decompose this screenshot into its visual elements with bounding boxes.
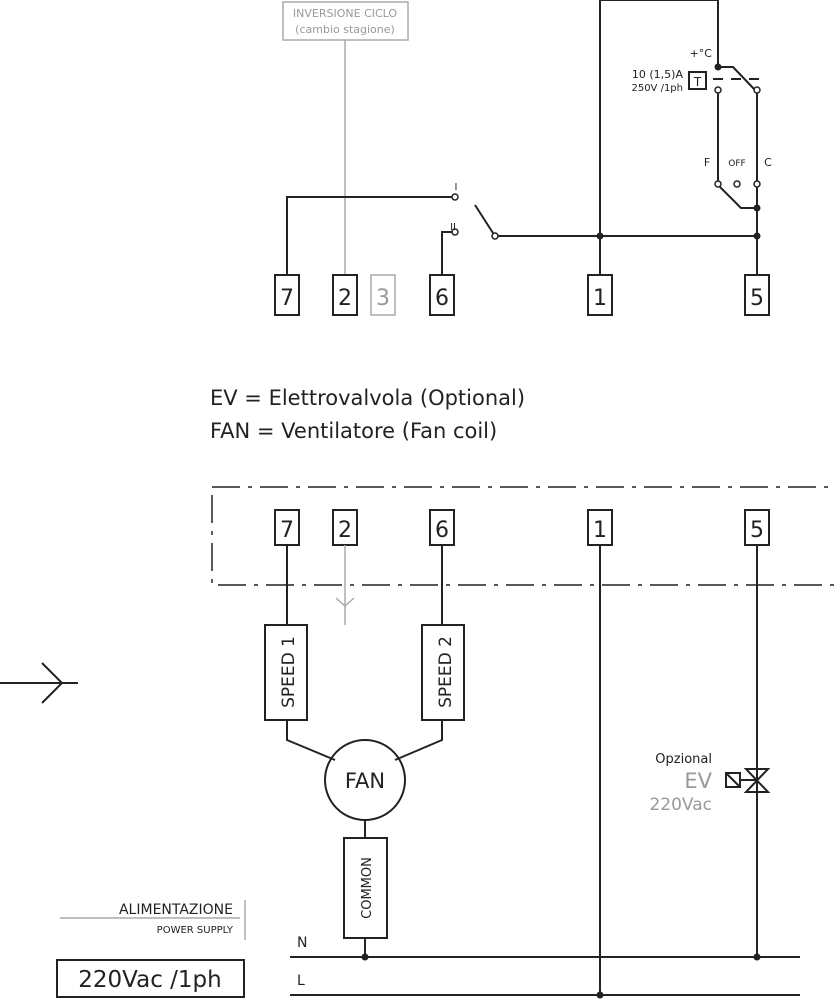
- thermostat-voltage: 250V /1ph: [631, 83, 683, 94]
- terminal-6: 6: [435, 286, 449, 311]
- power-label: ALIMENTAZIONE: [119, 902, 233, 918]
- bottom-terminal-7: 7: [280, 518, 294, 543]
- pos-f: F: [704, 156, 710, 169]
- valve-ev: EV: [684, 769, 712, 793]
- common-label: COMMON: [360, 857, 375, 919]
- thermostat-rating: 10 (1,5)A: [632, 68, 684, 81]
- bottom-terminals: 7 2 6 1 5: [274, 509, 770, 546]
- inversion-line1: INVERSIONE CICLO: [293, 7, 397, 20]
- thermostat-box: [688, 71, 707, 90]
- speed2-label: SPEED 2: [436, 636, 456, 708]
- speed1-box: [264, 624, 308, 721]
- top-terminals: 7 2 3 6 1 5: [274, 274, 770, 316]
- top-wiring: [286, 0, 762, 275]
- terminal-5: 5: [750, 286, 764, 311]
- inversion-line2: (cambio stagione): [295, 23, 395, 36]
- common-box: [343, 837, 388, 939]
- power-value-box: [56, 959, 245, 998]
- terminal-2: 2: [338, 286, 352, 311]
- line-label: L: [297, 973, 305, 989]
- thermostat-symbol: +°C: [690, 47, 713, 60]
- terminal-3: 3: [376, 286, 390, 311]
- valve-optional: Opzional: [655, 752, 712, 767]
- power-value: 220Vac /1ph: [78, 967, 221, 993]
- power-sublabel: POWER SUPPLY: [157, 925, 234, 936]
- switch-pos-1: I: [455, 182, 458, 193]
- pos-off: OFF: [728, 159, 745, 169]
- bottom-terminal-1: 1: [593, 518, 607, 543]
- bottom-wiring: [0, 545, 800, 999]
- pos-c: C: [764, 156, 772, 169]
- fan-label: FAN: [345, 769, 385, 793]
- legend-fan: FAN = Ventilatore (Fan coil): [210, 419, 497, 443]
- speed2-box: [421, 624, 465, 721]
- thermostat-box-label: T: [693, 75, 702, 89]
- inversion-label: INVERSIONE CICLO (cambio stagione): [282, 1, 409, 41]
- switch-pos-2: II: [450, 222, 456, 233]
- unit-enclosure: [211, 486, 836, 586]
- bottom-terminal-6: 6: [435, 518, 449, 543]
- neutral-label: N: [297, 935, 307, 951]
- valve-voltage: 220Vac: [649, 795, 712, 815]
- terminal-7: 7: [280, 286, 294, 311]
- solenoid-valve-icon: [725, 768, 771, 793]
- bottom-terminal-5: 5: [750, 518, 764, 543]
- bottom-terminal-2: 2: [338, 518, 352, 543]
- legend-ev: EV = Elettrovalvola (Optional): [210, 386, 525, 410]
- fan-motor: [324, 739, 406, 821]
- speed1-label: SPEED 1: [279, 636, 299, 708]
- terminal-1: 1: [593, 286, 607, 311]
